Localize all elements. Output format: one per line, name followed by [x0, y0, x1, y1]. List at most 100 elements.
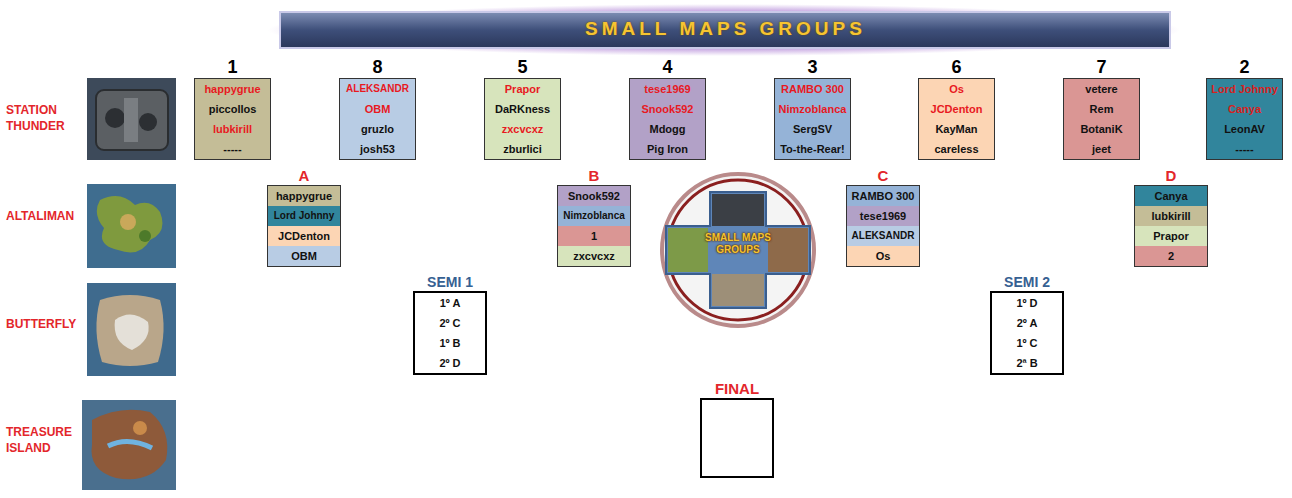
- player-name: ALEKSANDR: [340, 79, 415, 99]
- bracket-node: 6OsJCDentonKayMancareless: [918, 56, 995, 160]
- player-box: happygrueLord JohnnyJCDentonOBM: [267, 185, 341, 267]
- player-name: Prapor: [485, 79, 560, 99]
- node-heading: D: [1134, 166, 1208, 185]
- node-heading: 5: [484, 56, 561, 78]
- player-box: RAMBO 300NimzoblancaSergSVTo-the-Rear!: [774, 78, 851, 160]
- player-name: happygrue: [268, 186, 340, 206]
- player-name: tese1969: [847, 206, 919, 226]
- player-name: BotaniK: [1064, 119, 1139, 139]
- node-heading: SEMI 1: [413, 273, 487, 291]
- player-name: 2º D: [415, 353, 485, 373]
- node-heading: SEMI 2: [990, 273, 1064, 291]
- map-name: TREASURE ISLAND: [6, 424, 82, 456]
- player-name: 1º B: [415, 333, 485, 353]
- player-box: 1º D2º A1º C2ª B: [990, 291, 1064, 375]
- node-heading: 4: [629, 56, 706, 78]
- player-name: Prapor: [1135, 226, 1207, 246]
- player-name: jeet: [1064, 139, 1139, 159]
- node-heading: 6: [918, 56, 995, 78]
- title-text: SMALL MAPS GROUPS: [283, 14, 1168, 44]
- bracket-node: 8ALEKSANDROBMgruzlojosh53: [339, 56, 416, 160]
- player-name: RAMBO 300: [847, 186, 919, 206]
- logo-text: SMALL MAPS GROUPS: [688, 232, 788, 256]
- bracket-node: 1happygruepiccolloslubkirill-----: [194, 56, 271, 160]
- player-box: PraporDaRKnesszxcvcxzzburlici: [484, 78, 561, 160]
- player-name: 2º A: [992, 313, 1062, 333]
- player-name: Pig Iron: [630, 139, 705, 159]
- player-name: Snook592: [558, 186, 630, 206]
- player-name: tese1969: [630, 79, 705, 99]
- map-station-thunder: [87, 78, 176, 160]
- node-heading: FINAL: [700, 379, 774, 398]
- player-name: Canya: [1135, 186, 1207, 206]
- player-name: To-the-Rear!: [775, 139, 850, 159]
- bracket-node: 4tese1969Snook592MdoggPig Iron: [629, 56, 706, 160]
- map-altaliman: [87, 184, 176, 268]
- player-name: SergSV: [775, 119, 850, 139]
- player-name: 2ª B: [992, 353, 1062, 373]
- bracket-node: SEMI 11º A2º C1º B2º D: [413, 273, 487, 375]
- bracket-node: BSnook592Nimzoblanca1zxcvcxz: [557, 166, 631, 267]
- node-heading: 7: [1063, 56, 1140, 78]
- player-name: lubkirill: [195, 119, 270, 139]
- banner-glow: [268, 4, 1180, 56]
- player-box: Snook592Nimzoblanca1zxcvcxz: [557, 185, 631, 267]
- bracket-node: 3RAMBO 300NimzoblancaSergSVTo-the-Rear!: [774, 56, 851, 160]
- player-box: Lord JohnnyCanyaLeonAV-----: [1206, 78, 1283, 160]
- player-name: vetere: [1064, 79, 1139, 99]
- bracket-node: AhappygrueLord JohnnyJCDentonOBM: [267, 166, 341, 267]
- node-heading: 8: [339, 56, 416, 78]
- player-name: Lord Johnny: [1207, 79, 1282, 99]
- player-name: josh53: [340, 139, 415, 159]
- player-name: Nimzoblanca: [775, 99, 850, 119]
- player-name: KayMan: [919, 119, 994, 139]
- player-box: CanyalubkirillPrapor2: [1134, 185, 1208, 267]
- player-box: RAMBO 300tese1969ALEKSANDROs: [846, 185, 920, 267]
- player-name: 1º D: [992, 293, 1062, 313]
- node-heading: B: [557, 166, 631, 185]
- player-name: DaRKness: [485, 99, 560, 119]
- node-heading: A: [267, 166, 341, 185]
- player-box: vetereRemBotaniKjeet: [1063, 78, 1140, 160]
- map-name: BUTTERFLY: [6, 316, 82, 332]
- player-name: careless: [919, 139, 994, 159]
- node-heading: C: [846, 166, 920, 185]
- player-box: 1º A2º C1º B2º D: [413, 291, 487, 375]
- player-name: Canya: [1207, 99, 1282, 119]
- player-name: 2: [1135, 246, 1207, 266]
- map-butterfly: [87, 283, 176, 376]
- player-box: OsJCDentonKayMancareless: [918, 78, 995, 160]
- player-name: -----: [195, 139, 270, 159]
- player-name: Os: [919, 79, 994, 99]
- map-name: ALTALIMAN: [6, 208, 82, 224]
- player-name: Os: [847, 246, 919, 266]
- player-name: piccollos: [195, 99, 270, 119]
- player-name: RAMBO 300: [775, 79, 850, 99]
- bracket-node: 7vetereRemBotaniKjeet: [1063, 56, 1140, 160]
- player-name: JCDenton: [919, 99, 994, 119]
- player-name: gruzlo: [340, 119, 415, 139]
- node-heading: 3: [774, 56, 851, 78]
- player-name: OBM: [340, 99, 415, 119]
- player-name: Snook592: [630, 99, 705, 119]
- node-heading: 1: [194, 56, 271, 78]
- player-name: Rem: [1064, 99, 1139, 119]
- title-banner: [280, 12, 1170, 48]
- player-name: LeonAV: [1207, 119, 1282, 139]
- center-logo: [662, 174, 814, 326]
- player-name: -----: [1207, 139, 1282, 159]
- player-box: [700, 398, 774, 478]
- player-name: zburlici: [485, 139, 560, 159]
- player-box: happygruepiccolloslubkirill-----: [194, 78, 271, 160]
- player-name: ALEKSANDR: [847, 226, 919, 246]
- player-box: ALEKSANDROBMgruzlojosh53: [339, 78, 416, 160]
- player-name: lubkirill: [1135, 206, 1207, 226]
- player-name: 2º C: [415, 313, 485, 333]
- player-name: 1: [558, 226, 630, 246]
- bracket-node: SEMI 21º D2º A1º C2ª B: [990, 273, 1064, 375]
- player-box: tese1969Snook592MdoggPig Iron: [629, 78, 706, 160]
- player-name: zxcvcxz: [485, 119, 560, 139]
- bracket-node: FINAL: [700, 379, 774, 478]
- bracket-node: DCanyalubkirillPrapor2: [1134, 166, 1208, 267]
- map-name: STATION THUNDER: [6, 102, 82, 134]
